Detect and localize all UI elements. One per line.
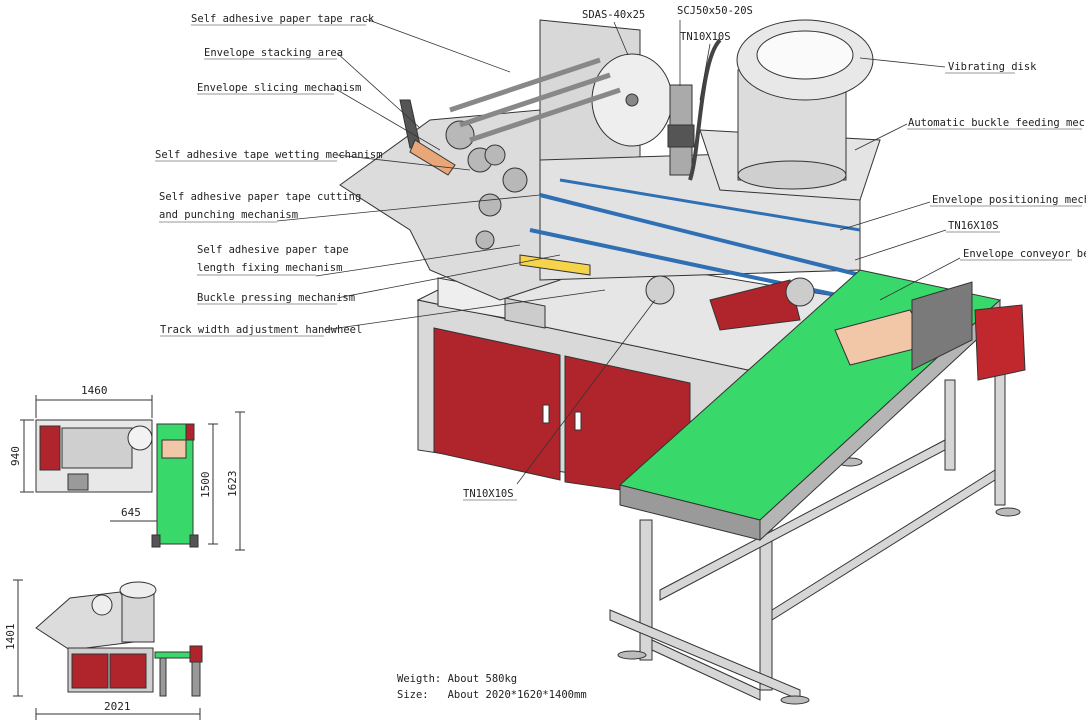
dim-645: 645 <box>121 506 141 519</box>
vibrating-disk <box>688 19 881 201</box>
label-tn10-bottom: TN10X10S <box>463 488 514 500</box>
weight-label: Weigth: <box>397 673 442 685</box>
label-vibrating-disk: Vibrating disk <box>948 61 1037 73</box>
control-buttons <box>504 297 546 329</box>
label-positioning: Envelope positioning mechanism <box>932 194 1086 206</box>
dim-2021: 2021 <box>104 700 131 713</box>
door-handle-right <box>574 411 582 431</box>
label-cutting-1: Self adhesive paper tape cutting <box>159 191 361 203</box>
size-label: Size: <box>397 689 429 701</box>
size-value: About 2020*1620*1400mm <box>447 689 587 701</box>
conveyor-belt <box>618 269 1026 542</box>
label-scj: SCJ50x50-20S <box>677 5 753 17</box>
label-stacking-area: Envelope stacking area <box>204 47 343 59</box>
conveyor-frame <box>609 329 1021 705</box>
size-spec: Size: About 2020*1620*1400mm <box>397 688 587 702</box>
weight-spec: Weigth: About 580kg <box>397 672 517 686</box>
label-conveyor-belt: Envelope conveyor belt <box>963 248 1086 260</box>
belt-side-guide <box>911 281 973 371</box>
label-length-2: length fixing mechanism <box>197 262 342 274</box>
dim-1460: 1460 <box>81 384 108 397</box>
label-buckle-feeding: Automatic buckle feeding mechanism <box>908 117 1086 129</box>
label-cutting-2: and punching mechanism <box>159 209 298 221</box>
dim-940: 940 <box>9 446 22 466</box>
top-view-drawing <box>20 395 245 551</box>
label-tn16: TN16X10S <box>948 220 999 232</box>
dim-1401: 1401 <box>4 624 17 651</box>
label-buckle-pressing: Buckle pressing mechanism <box>197 292 355 304</box>
leader-lines <box>276 18 961 485</box>
label-tn10-top: TN10X10S <box>680 31 731 43</box>
weight-value: About 580kg <box>447 673 518 685</box>
control-box <box>974 304 1026 381</box>
label-handwheel: Track width adjustment handwheel <box>160 324 362 336</box>
door-handle-left <box>542 404 550 424</box>
callout-labels: Self adhesive paper tape rack Envelope s… <box>155 5 1086 501</box>
tape-rack <box>449 19 673 171</box>
label-wetting-mechanism: Self adhesive tape wetting mechanism <box>155 149 383 161</box>
dim-1623: 1623 <box>226 471 239 498</box>
label-sdas: SDAS-40x25 <box>582 9 645 21</box>
label-slicing-mechanism: Envelope slicing mechanism <box>197 82 361 94</box>
top-view-dimensions: 1460 940 1500 1623 645 <box>9 384 239 519</box>
front-view-drawing <box>13 579 203 720</box>
front-view-dimensions: 2021 1401 <box>4 624 131 714</box>
label-length-1: Self adhesive paper tape <box>197 244 349 256</box>
cabinet-door-left <box>433 327 561 481</box>
left-side-plate <box>339 99 561 301</box>
dim-1500: 1500 <box>199 472 212 499</box>
label-tape-rack: Self adhesive paper tape rack <box>191 13 375 25</box>
